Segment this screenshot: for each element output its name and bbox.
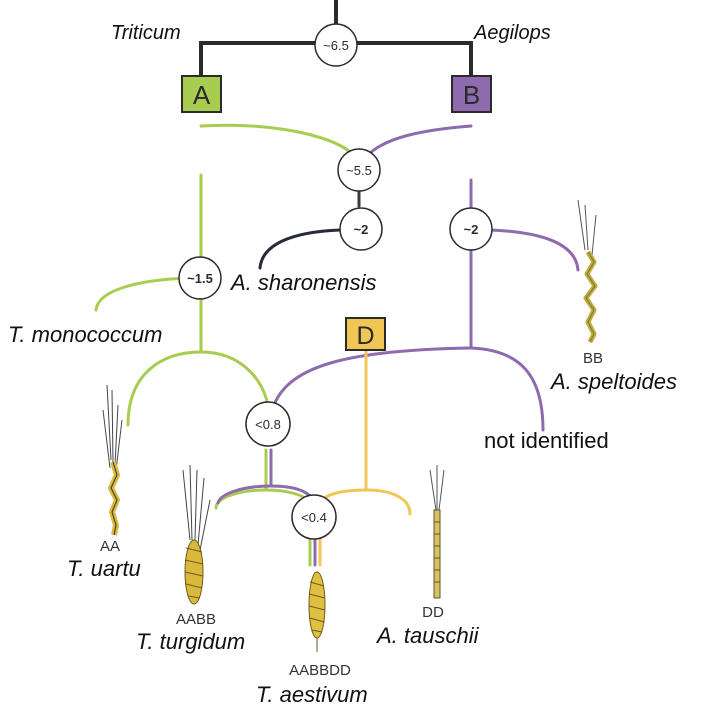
- spike-aestivum-icon: [308, 571, 326, 652]
- label-not-identified: not identified: [484, 428, 609, 453]
- svg-text:<0.4: <0.4: [301, 510, 327, 525]
- genome-label-uartu: AA: [100, 538, 120, 555]
- svg-text:<0.8: <0.8: [255, 417, 281, 432]
- genome-box-a: A: [181, 75, 222, 113]
- divergence-node-d-sharonensis: ~2: [339, 207, 383, 251]
- genome-box-d: D: [345, 317, 386, 351]
- divergence-node-b-speltoides: ~2: [449, 207, 493, 251]
- species-label-turgidum: T. turgidum: [136, 629, 245, 654]
- genome-label-speltoides: BB: [583, 350, 603, 367]
- species-label-sharonensis: A. sharonensis: [229, 270, 377, 295]
- svg-text:~2: ~2: [354, 222, 369, 237]
- svg-text:~2: ~2: [464, 222, 479, 237]
- divergence-node-tetraploid: <0.8: [245, 401, 291, 447]
- genome-label-turgidum: AABB: [176, 611, 216, 628]
- genus-label-aegilops: Aegilops: [473, 22, 551, 44]
- species-label-speltoides: A. speltoides: [549, 369, 677, 394]
- genome-box-b: B: [451, 75, 492, 113]
- spike-turgidum-icon: [182, 464, 211, 605]
- svg-text:D: D: [356, 322, 374, 350]
- divergence-node-hexaploid: <0.4: [291, 494, 337, 540]
- species-label-aestivum: T. aestivum: [256, 682, 368, 707]
- divergence-node-a-monococcum: ~1.5: [178, 256, 222, 300]
- genus-label-triticum: Triticum: [111, 22, 181, 44]
- svg-text:B: B: [463, 80, 480, 110]
- divergence-node-root: ~6.5: [314, 23, 358, 67]
- species-label-uartu: T. uartu: [67, 556, 141, 581]
- svg-text:~6.5: ~6.5: [323, 38, 349, 53]
- genome-label-aestivum: AABBDD: [289, 662, 351, 679]
- spike-speltoides-icon: [577, 199, 598, 344]
- d-lineage: [258, 188, 412, 567]
- genome-label-tauschii: DD: [422, 604, 444, 621]
- spike-uartu-icon: [102, 384, 123, 536]
- svg-text:A: A: [193, 80, 211, 110]
- svg-text:~5.5: ~5.5: [346, 163, 372, 178]
- species-label-tauschii: A. tauschii: [375, 623, 480, 648]
- divergence-node-ab-d: ~5.5: [337, 148, 381, 192]
- svg-text:~1.5: ~1.5: [187, 271, 213, 286]
- species-label-monococcum: T. monococcum: [8, 322, 162, 347]
- spike-tauschii-icon: [429, 465, 445, 599]
